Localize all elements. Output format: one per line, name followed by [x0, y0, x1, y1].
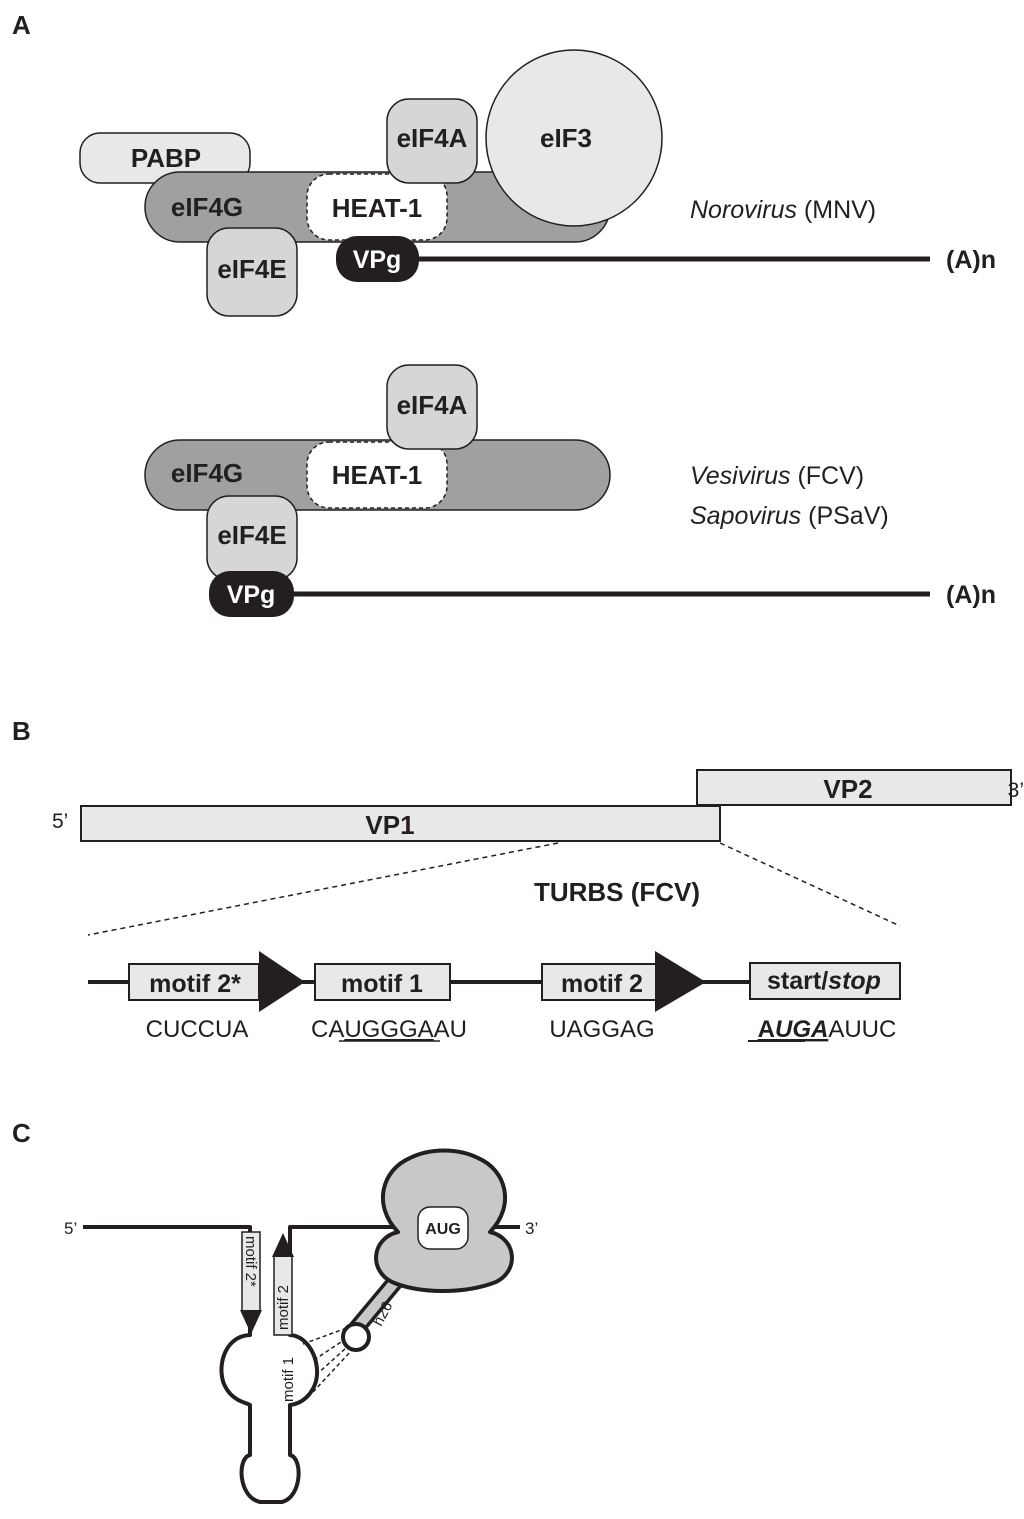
startstop-box [749, 962, 901, 1000]
motif1-seq-a: CA [311, 1016, 344, 1043]
vp1-label: VP1 [365, 810, 414, 840]
eif4e-label: eIF4E [217, 254, 286, 284]
five-prime-label-c: 5’ [64, 1219, 77, 1238]
eif4a-shape-2 [386, 364, 478, 450]
vpg-shape-2 [209, 571, 294, 617]
eif4g-label-2: eIF4G [171, 458, 243, 488]
aug-label: AUG [425, 1221, 461, 1238]
vpg-label: VPg [353, 246, 402, 274]
zoom-line-right [719, 842, 901, 927]
motif2star-seq: CUCCUA [146, 1016, 249, 1043]
eif4e-label-2: eIF4E [217, 520, 286, 550]
panel-label-b: B [12, 716, 31, 746]
eif4a-label-2: eIF4A [397, 390, 468, 420]
vp1-box [80, 805, 721, 842]
startstop-seq-a: A [758, 1016, 775, 1043]
motif2-label: motif 2 [561, 970, 643, 998]
motif2star-label: motif 2* [149, 970, 241, 998]
mrna-stem-loop [83, 1225, 520, 1504]
arrow-right-icon [259, 951, 305, 1012]
polya-label: (A)n [946, 246, 996, 274]
arrow-down-icon [240, 1310, 262, 1334]
motif2-seq: UAGGAG [549, 1016, 654, 1043]
turbs-schematic: motif 2* CUCCUA motif 1 CAUGGGAAU motif … [88, 951, 901, 1043]
interaction-line [313, 1339, 345, 1361]
motif1-seq-b: UGGGA [344, 1016, 433, 1043]
virus-genus-1: Vesivirus [690, 462, 791, 490]
vpg-label-2: VPg [227, 581, 276, 609]
vpg-shape [336, 236, 419, 282]
heat1-label: HEAT-1 [332, 193, 423, 223]
pabp-label: PABP [131, 143, 201, 173]
virus-genus: Norovirus [690, 196, 797, 224]
arrow-right-icon [655, 951, 706, 1012]
startstop-label-b: stop [828, 967, 881, 995]
eif3-label: eIF3 [540, 123, 592, 153]
startstop-seq-b: UGA [775, 1016, 828, 1043]
virus-strain-2: (PSaV) [801, 502, 889, 530]
virus-label-sapovirus: Sapovirus (PSaV) [690, 502, 889, 530]
motif2star-box [128, 963, 260, 1001]
eif3-shape [485, 49, 663, 227]
startstop-seq-c: AUUC [828, 1016, 896, 1043]
motif1-seq: CAUGGGAAU [311, 1016, 467, 1043]
motif1-box [314, 963, 451, 1001]
virus-genus-2: Sapovirus [690, 502, 801, 530]
ribosome-turbs-model: 5’ 3’ motif 2* motif 2 motif 1 h26 AUG [64, 1148, 538, 1504]
heat1-label-2: HEAT-1 [332, 460, 423, 490]
vp2-box [696, 769, 1012, 806]
eif4a-shape [386, 98, 478, 184]
startstop-label-a: start/ [767, 967, 828, 995]
arrow-up-icon [272, 1233, 294, 1257]
virus-strain-1: (FCV) [791, 462, 865, 490]
virus-label-vesivirus: Vesivirus (FCV) [690, 462, 864, 490]
complex-norovirus: PABP eIF4G HEAT-1 eIF4A eIF3 eIF4E VPg (… [79, 49, 996, 317]
motif2-label-c: motif 2 [275, 1285, 292, 1330]
complex-vesivirus-sapovirus: eIF4G HEAT-1 eIF4A eIF4E VPg (A)n Vesivi… [144, 364, 996, 617]
turbs-title: TURBS (FCV) [534, 877, 700, 907]
interaction-line [312, 1349, 353, 1393]
startstop-seq: AUGAAUUC [758, 1016, 897, 1043]
interaction-line [302, 1328, 345, 1345]
eif4g-label: eIF4G [171, 192, 243, 222]
h26-loop [341, 1322, 371, 1352]
panel-label-a: A [12, 10, 31, 40]
aug-box [417, 1206, 469, 1250]
eif4a-label: eIF4A [397, 123, 468, 153]
virus-strain: (MNV) [797, 196, 876, 224]
motif2star-label-c: motif 2* [242, 1236, 259, 1287]
virus-label-norovirus: Norovirus (MNV) [690, 196, 876, 224]
interaction-line [315, 1347, 347, 1376]
eif4e-shape [206, 227, 298, 317]
three-prime-label-c: 3’ [525, 1219, 538, 1238]
motif1-seq-c: AU [434, 1016, 467, 1043]
panel-label-c: C [12, 1118, 31, 1148]
motif1-label-c: motif 1 [280, 1357, 297, 1402]
five-prime-label-b: 5’ [52, 810, 68, 833]
heat1-shape-2 [306, 441, 448, 509]
polya-label-2: (A)n [946, 581, 996, 609]
vp2-label: VP2 [823, 774, 872, 804]
startstop-label: start/stop [767, 967, 881, 995]
zoom-line-left [87, 842, 559, 936]
motif2-box [541, 963, 661, 1001]
three-prime-label-b: 3’ [1008, 779, 1024, 802]
motif1-label: motif 1 [341, 970, 423, 998]
genome-orfs: VP2 VP1 5’ 3’ [52, 769, 1024, 842]
